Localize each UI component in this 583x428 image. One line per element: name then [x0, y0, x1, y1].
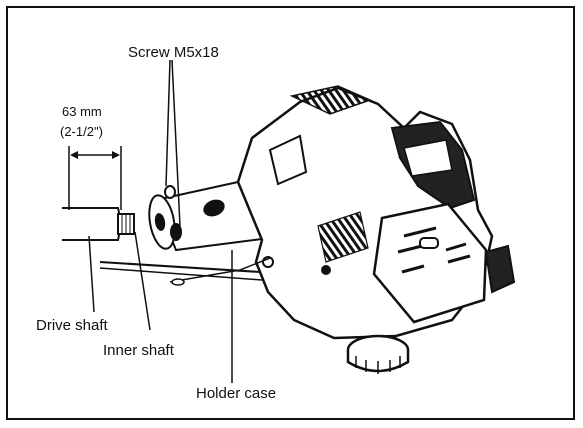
inner-shaft-label: Inner shaft — [103, 342, 175, 359]
drive-shaft — [62, 207, 135, 241]
dimension-marker — [68, 146, 122, 210]
fuel-cap — [346, 334, 410, 374]
throttle-cables — [99, 257, 271, 286]
screw-label: Screw M5x18 — [128, 44, 219, 61]
holder-case-label: Holder case — [196, 385, 276, 402]
dimension-mm-label: 63 mm — [62, 104, 102, 119]
leader-lines — [88, 59, 233, 383]
dimension-inch-label: (2-1/2") — [60, 124, 103, 139]
starter-knob — [484, 244, 516, 294]
drive-shaft-label: Drive shaft — [36, 317, 109, 334]
air-cleaner-cover — [372, 202, 488, 324]
